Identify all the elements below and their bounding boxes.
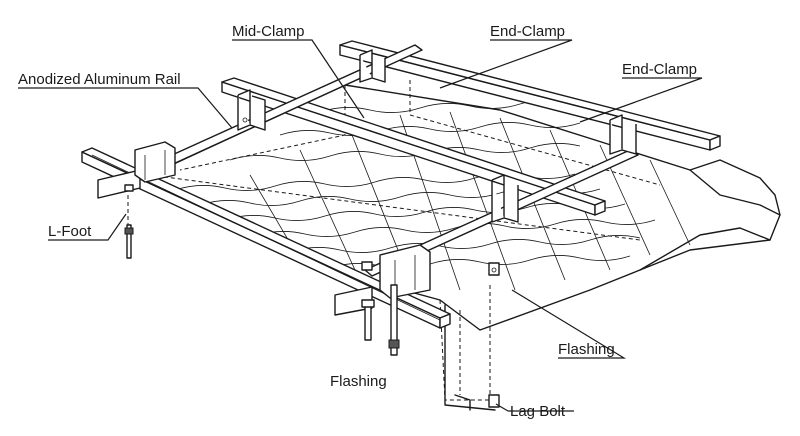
leader-lines (18, 39, 703, 412)
label-flashing-right: Flashing (558, 341, 615, 358)
label-lag-bolt: Lag Bolt (510, 403, 566, 420)
label-end-clamp-top: End-Clamp (490, 23, 565, 40)
label-mid-clamp: Mid-Clamp (232, 23, 305, 40)
label-l-foot: L-Foot (48, 223, 92, 240)
clamps (237, 49, 637, 223)
rail-front (81, 147, 451, 329)
label-end-clamp-right: End-Clamp (622, 61, 697, 78)
label-flashing-bottom: Flashing (330, 373, 387, 390)
label-rail: Anodized Aluminum Rail (18, 71, 181, 88)
labels: Mid-Clamp End-Clamp End-Clamp Anodized A… (18, 23, 697, 420)
bolts (124, 184, 500, 408)
rafter-post (444, 304, 496, 411)
rail-back (339, 40, 721, 151)
